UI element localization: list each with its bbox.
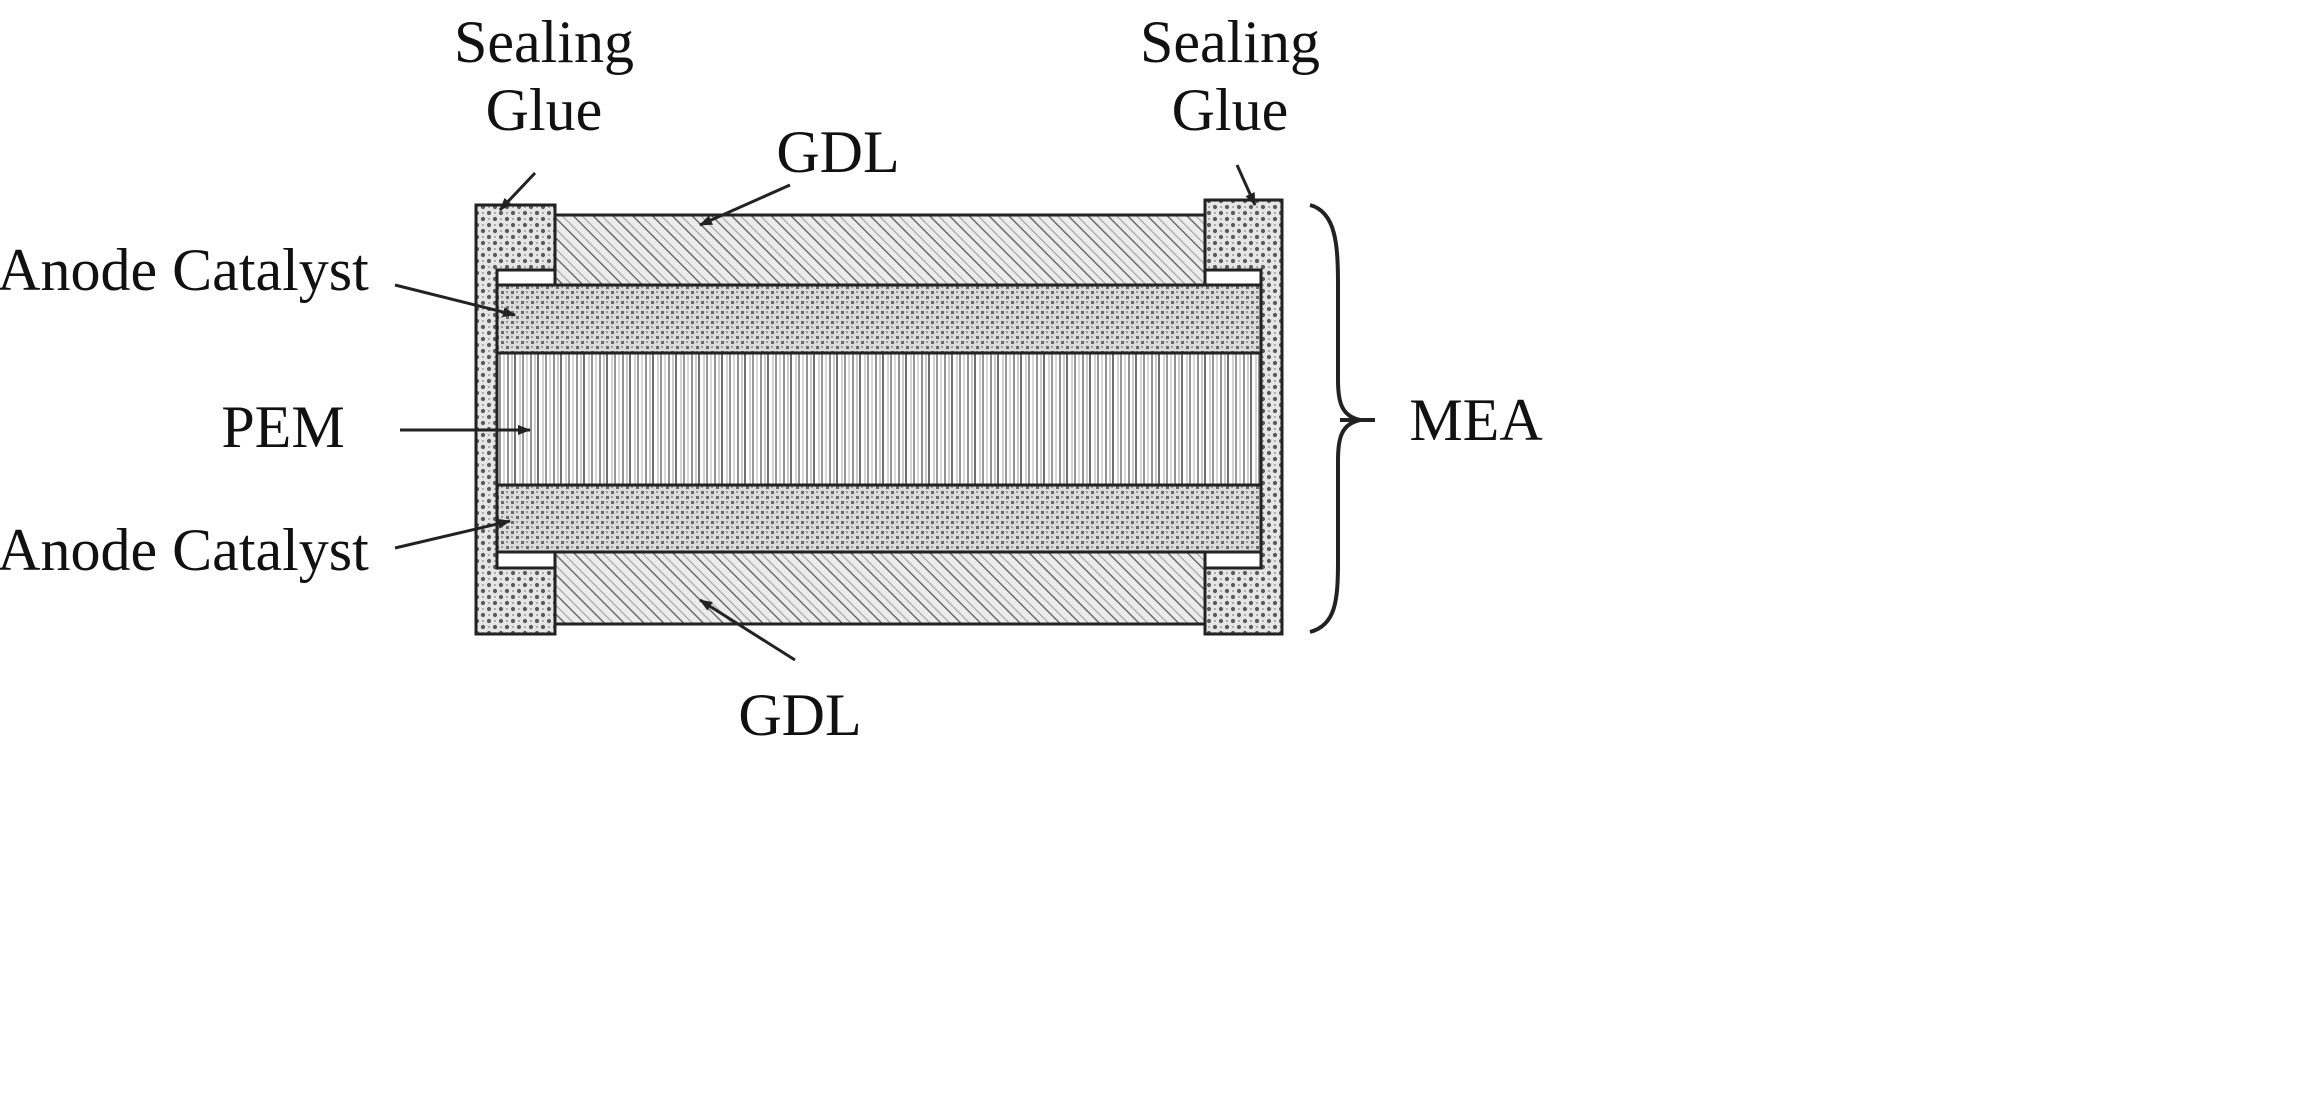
pem-layer <box>495 351 1263 487</box>
sealing-glue-left-label-line1: Sealing <box>454 9 634 75</box>
sealing-glue-right <box>1203 198 1284 636</box>
sealing-glue-right-label-line1: Sealing <box>1140 9 1320 75</box>
gdl-bottom-arrow <box>699 598 796 662</box>
sealing-glue-left-arrow <box>498 171 537 212</box>
sealing-glue-right-arrow <box>1235 164 1257 206</box>
pem-label: PEM <box>221 394 344 460</box>
gdl-bottom-layer <box>553 550 1207 626</box>
sealing-glue-right-label-line2: Glue <box>1172 77 1289 143</box>
mea-label: MEA <box>1409 387 1542 453</box>
gdl-top-label: GDL <box>776 119 899 185</box>
anode-catalyst-bottom-arrow <box>394 518 511 550</box>
sealing-glue-left <box>474 203 557 636</box>
anode-catalyst-top-layer <box>495 283 1263 355</box>
anode-catalyst-bottom-label: Anode Catalyst <box>0 517 369 583</box>
anode-catalyst-top-arrow <box>394 283 516 317</box>
anode-catalyst-bottom-layer <box>495 483 1263 554</box>
sealing-glue-left-label-line2: Glue <box>486 77 603 143</box>
anode-catalyst-top-label: Anode Catalyst <box>0 237 369 303</box>
gdl-bottom-label: GDL <box>738 682 861 748</box>
gdl-top-arrow <box>699 183 791 227</box>
gdl-top-layer <box>553 213 1207 287</box>
